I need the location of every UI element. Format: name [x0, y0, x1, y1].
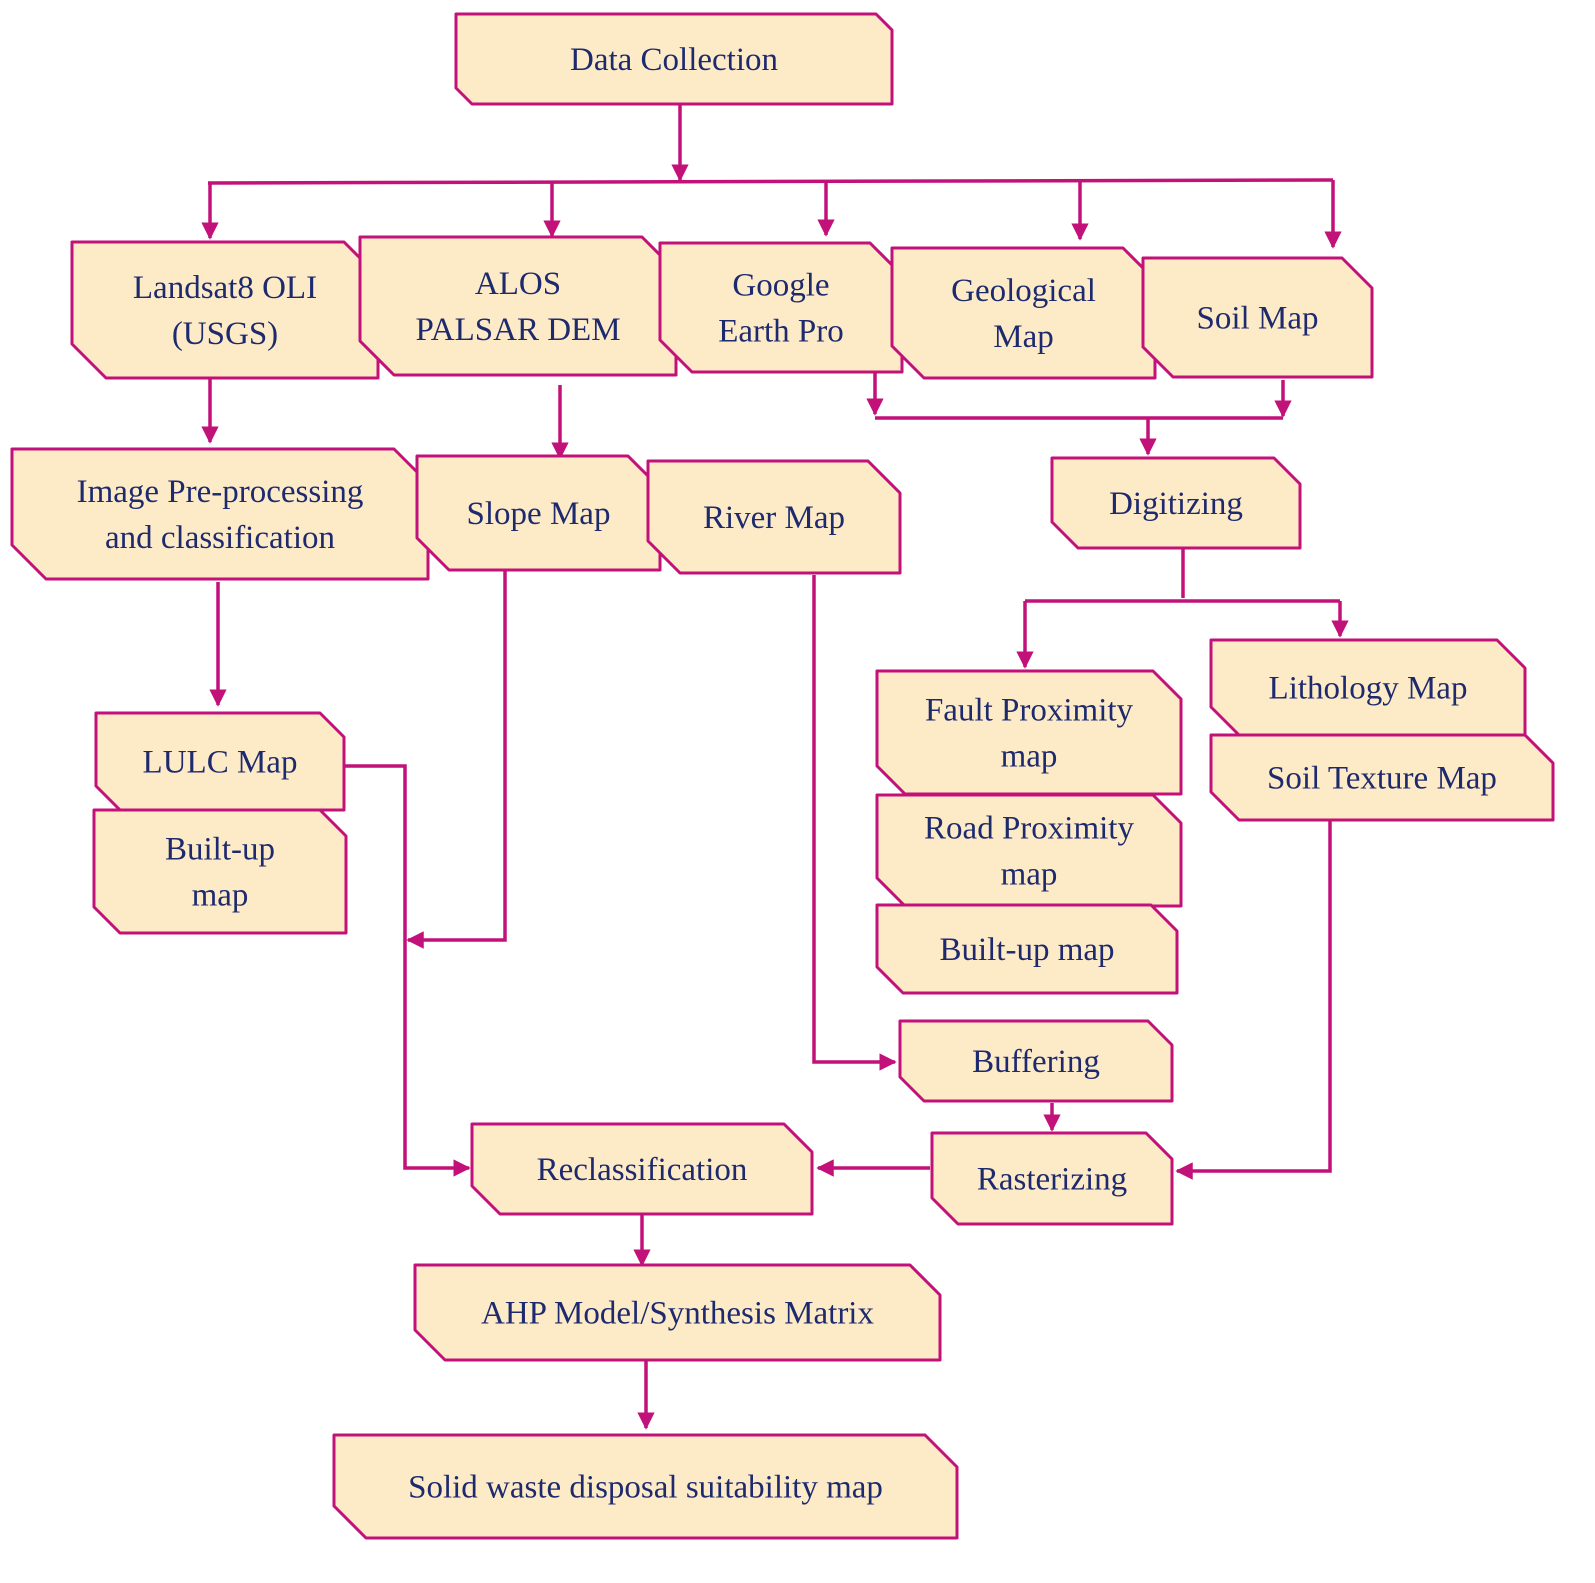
node-label: map — [1001, 857, 1058, 893]
node-river-map: River Map — [646, 459, 902, 575]
node-alos-palsar-dem: ALOS PALSAR DEM — [358, 235, 678, 377]
connector-slope-to-reclass — [406, 570, 507, 949]
node-label: Soil Map — [1197, 301, 1319, 337]
node-shape — [898, 1019, 1174, 1103]
node-label: Road Proximity — [924, 811, 1134, 847]
node-label: Digitizing — [1109, 486, 1243, 522]
connector-soiltexture-to-rasterizing — [1175, 820, 1332, 1180]
node-label: Earth Pro — [718, 314, 844, 350]
node-shape — [930, 1131, 1174, 1226]
connectors — [201, 105, 1349, 1430]
node-shape — [1209, 733, 1555, 822]
node-label: Lithology Map — [1269, 671, 1468, 707]
node-label: and classification — [105, 520, 335, 556]
node-shape — [70, 240, 380, 380]
node-label: AHP Model/Synthesis Matrix — [481, 1296, 874, 1332]
node-landsat8-oli: Landsat8 OLI (USGS) — [70, 240, 380, 380]
node-shape — [415, 454, 662, 572]
node-label: LULC Map — [143, 745, 298, 781]
node-shape — [94, 711, 346, 812]
node-shape — [470, 1122, 814, 1216]
node-buffering: Buffering — [898, 1019, 1174, 1103]
node-label: Geological — [951, 273, 1096, 309]
node-soil-texture-map: Soil Texture Map — [1209, 733, 1555, 822]
node-fault-proximity-map: Fault Proximity map — [875, 669, 1183, 796]
node-label: Built-up map — [939, 932, 1114, 968]
node-shape — [454, 12, 894, 106]
node-shape — [875, 793, 1183, 908]
node-label: Google — [732, 268, 829, 304]
node-label: Rasterizing — [977, 1162, 1127, 1198]
node-rasterizing: Rasterizing — [930, 1131, 1174, 1226]
connector-river-to-buffering — [812, 575, 897, 1071]
node-lulc-map: LULC Map — [94, 711, 346, 812]
node-built-up-map-right: Built-up map — [875, 903, 1179, 995]
node-built-up-map-left: Built-up map — [92, 808, 348, 935]
node-shape — [658, 241, 904, 374]
node-data-collection: Data Collection — [454, 12, 894, 106]
node-soil-map: Soil Map — [1141, 256, 1374, 379]
node-label: River Map — [703, 500, 845, 536]
node-label: ALOS — [475, 266, 561, 302]
node-shape — [10, 447, 430, 581]
node-label: Reclassification — [537, 1152, 748, 1188]
node-reclassification: Reclassification — [470, 1122, 814, 1216]
node-road-proximity-map: Road Proximity map — [875, 793, 1183, 908]
node-shape — [1141, 256, 1374, 379]
node-image-preprocessing: Image Pre-processing and classification — [10, 447, 430, 581]
node-label: Image Pre-processing — [77, 474, 364, 510]
node-shape — [92, 808, 348, 935]
node-slope-map: Slope Map — [415, 454, 662, 572]
node-solid-waste-suitability-map: Solid waste disposal suitability map — [332, 1433, 959, 1540]
node-label: Slope Map — [467, 496, 611, 532]
node-shape — [646, 459, 902, 575]
connector-lulc-to-reclass — [344, 764, 471, 1177]
node-label: map — [1001, 739, 1058, 775]
node-label: (USGS) — [172, 316, 278, 352]
node-shape — [413, 1263, 942, 1362]
node-shape — [890, 246, 1157, 380]
node-shape — [358, 235, 678, 377]
node-label: map — [192, 878, 249, 914]
node-label: Soil Texture Map — [1267, 761, 1497, 797]
node-label: Landsat8 OLI — [133, 270, 317, 306]
node-lithology-map: Lithology Map — [1209, 638, 1527, 737]
node-label: Data Collection — [570, 42, 778, 78]
node-label: PALSAR DEM — [415, 312, 620, 348]
node-label: Fault Proximity — [925, 693, 1134, 729]
node-shape — [875, 903, 1179, 995]
node-label: Solid waste disposal suitability map — [408, 1470, 883, 1506]
node-label: Buffering — [972, 1044, 1100, 1080]
node-label: Built-up — [165, 832, 275, 868]
node-ahp-model: AHP Model/Synthesis Matrix — [413, 1263, 942, 1362]
node-shape — [1050, 456, 1302, 550]
node-shape — [875, 669, 1183, 796]
node-label: Map — [993, 319, 1054, 355]
nodes: Data Collection Landsat8 OLI (USGS) ALOS P… — [10, 12, 1555, 1540]
node-shape — [332, 1433, 959, 1540]
node-digitizing: Digitizing — [1050, 456, 1302, 550]
connector-top-bus — [207, 178, 1334, 185]
